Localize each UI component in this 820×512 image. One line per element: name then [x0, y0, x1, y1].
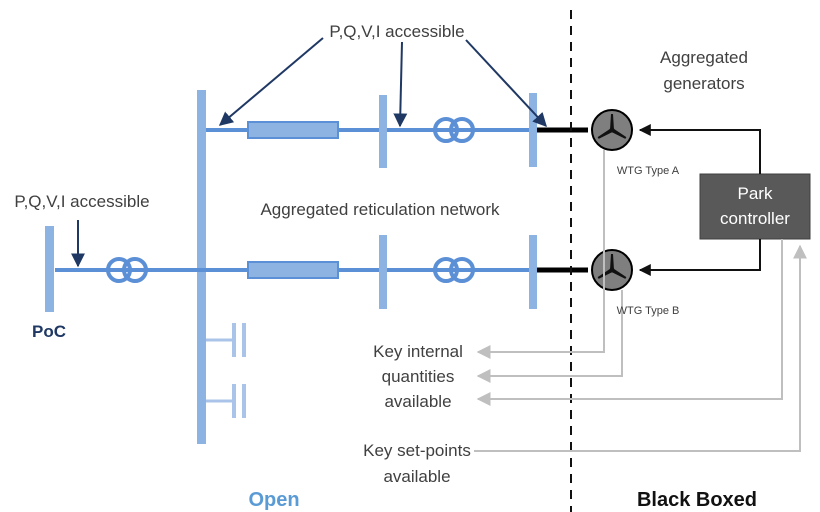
open-region-label: Open	[248, 489, 299, 511]
busbar-bottom-right	[529, 235, 537, 309]
setpoints-label-line2: available	[383, 467, 450, 486]
internal-quantities-label-line2: quantities	[382, 367, 455, 386]
capacitor-icon	[206, 323, 246, 357]
wtg-type-b-label: WTG Type B	[617, 305, 680, 317]
busbar-top-right	[529, 93, 537, 167]
park-controller-label-line1: Park	[738, 184, 773, 203]
transformer-icon	[106, 257, 148, 283]
internal-quantity-line-1	[476, 150, 605, 359]
pqvi-accessible-top-label: P,Q,V,I accessible	[329, 22, 464, 41]
internal-quantities-label-line1: Key internal	[373, 342, 463, 361]
park-controller-label-line2: controller	[720, 209, 790, 228]
park-controller-box	[699, 173, 811, 240]
control-signal-b	[638, 239, 761, 276]
setpoints-label-line1: Key set-points	[363, 441, 471, 460]
capacitor-icon	[206, 384, 246, 418]
pqvi-arrow-to-main-bus	[218, 37, 324, 126]
setpoint-line	[474, 244, 807, 452]
busbar-bottom-mid	[379, 235, 387, 309]
cable-impedance-top	[247, 121, 339, 139]
wtg-type-a-label: WTG Type A	[617, 165, 680, 177]
wind-turbine-icon	[591, 109, 633, 151]
wind-turbine-icon	[591, 249, 633, 291]
main-busbar	[197, 90, 206, 444]
transformer-icon	[433, 117, 475, 143]
busbar-top-mid	[379, 95, 387, 168]
cable-impedance-bottom	[247, 261, 339, 279]
poc-label: PoC	[32, 322, 66, 341]
transformer-icon	[433, 257, 475, 283]
control-signal-a	[638, 124, 761, 174]
pqvi-accessible-left-label: P,Q,V,I accessible	[14, 192, 149, 211]
reticulation-network-label: Aggregated reticulation network	[260, 200, 500, 219]
pqvi-arrow-to-mid-bus	[393, 41, 408, 128]
aggregated-generators-label-line2: generators	[663, 74, 744, 93]
internal-quantity-line-2	[476, 290, 623, 383]
black-boxed-region-label: Black Boxed	[637, 489, 757, 511]
aggregated-generators-label-line1: Aggregated	[660, 48, 748, 67]
pqvi-arrow-to-gen-bus	[465, 39, 547, 128]
internal-quantities-label-line3: available	[384, 392, 451, 411]
internal-quantity-line-3	[476, 239, 783, 406]
poc-busbar	[45, 226, 54, 312]
